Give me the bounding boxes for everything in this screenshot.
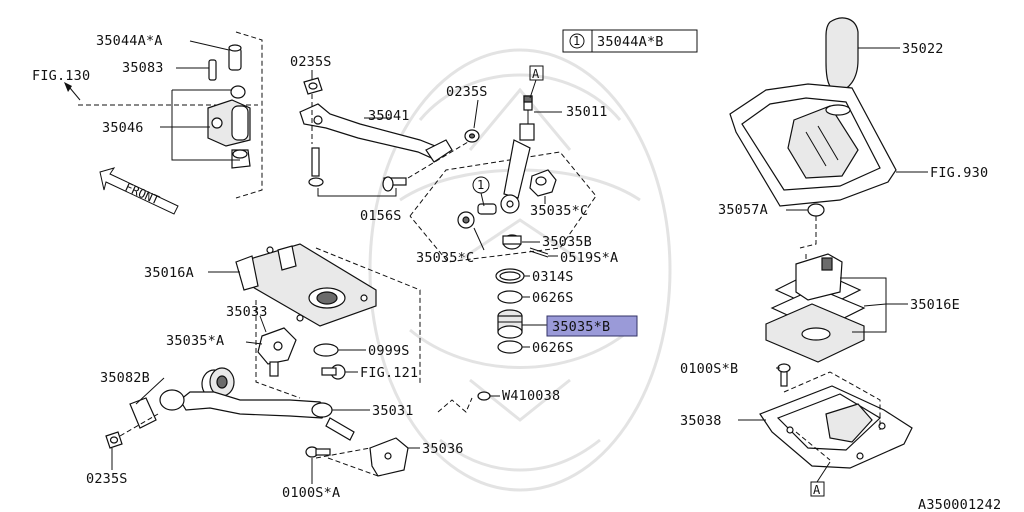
part-fig121-bolt[interactable]	[321, 364, 346, 380]
leader-dash-6	[799, 216, 817, 249]
label-35036[interactable]: 35036	[422, 441, 464, 457]
part-35035B-collar[interactable]	[502, 234, 522, 250]
label-35044A-A[interactable]: 35044A*A	[96, 33, 163, 49]
label-35082B[interactable]: 35082B	[100, 370, 150, 386]
part-0626S-washer-1[interactable]	[497, 290, 523, 304]
label-35035B[interactable]: 35035B	[542, 234, 592, 250]
bracket-outline-35046	[171, 89, 240, 161]
part-0314S-clip[interactable]	[495, 268, 525, 284]
part-35033-arm[interactable]	[257, 327, 297, 377]
label-0235S-2[interactable]: 0235S	[446, 84, 488, 100]
label-35057A[interactable]: 35057A	[718, 202, 768, 218]
ref-box-a-bottom: A	[810, 461, 831, 497]
document-id: A350001242	[918, 497, 1001, 512]
label-fig130[interactable]: FIG.130	[32, 68, 90, 84]
highlight-35035B	[546, 315, 638, 337]
label-35083[interactable]: 35083	[122, 60, 164, 76]
part-0100S-B-bolt[interactable]	[777, 363, 791, 387]
label-35035-B[interactable]: 35035*B	[552, 319, 610, 335]
dashed-box-center	[409, 151, 597, 263]
part-0999S-ring[interactable]	[313, 343, 339, 357]
part-35016E-stack[interactable]	[765, 253, 866, 363]
label-0235S-3[interactable]: 0235S	[86, 471, 128, 487]
svg-text:A: A	[813, 483, 821, 497]
label-35035C-2[interactable]: 35035*C	[416, 250, 474, 266]
svg-text:A: A	[532, 67, 540, 81]
part-35038-base-frame[interactable]	[759, 385, 913, 469]
legend-box: 1 35044A*B	[562, 29, 698, 53]
label-0626S-2[interactable]: 0626S	[532, 340, 574, 356]
part-35083-pin[interactable]	[208, 59, 217, 81]
label-35031[interactable]: 35031	[372, 403, 414, 419]
label-fig121[interactable]: FIG.121	[360, 365, 418, 381]
leader-dash-5	[327, 457, 379, 477]
label-front: FRONT	[123, 180, 162, 207]
part-fig930-console-boot[interactable]	[729, 83, 897, 207]
label-35016A[interactable]: 35016A	[144, 265, 194, 281]
svg-text:35044A*B: 35044A*B	[597, 34, 664, 50]
label-0999S[interactable]: 0999S	[368, 343, 410, 359]
label-35033[interactable]: 35033	[226, 304, 268, 320]
label-0100S-A[interactable]: 0100S*A	[282, 485, 340, 501]
leader-dash-3	[119, 413, 159, 437]
label-0235S-1[interactable]: 0235S	[290, 54, 332, 70]
label-0626S-1[interactable]: 0626S	[532, 290, 574, 306]
label-35022[interactable]: 35022	[902, 41, 944, 57]
leader-dash-4	[315, 447, 371, 459]
part-35011-shaft[interactable]	[500, 95, 535, 214]
label-0519S-A[interactable]: 0519S*A	[560, 250, 618, 266]
part-35016A-housing[interactable]	[235, 243, 377, 327]
front-arrow-icon	[99, 167, 179, 215]
part-35057A-cap[interactable]	[807, 203, 825, 217]
part-35041-rod[interactable]	[299, 103, 453, 163]
label-35035C-1[interactable]: 35035*C	[530, 203, 588, 219]
part-0519S-pin[interactable]	[529, 247, 549, 258]
part-0100S-A-bolt[interactable]	[305, 446, 331, 458]
part-35046-bracket[interactable]	[207, 85, 251, 169]
part-35036-bracket[interactable]	[369, 437, 409, 477]
part-0626S-washer-2[interactable]	[497, 340, 523, 354]
label-35016E[interactable]: 35016E	[910, 297, 960, 313]
label-0100S-B[interactable]: 0100S*B	[680, 361, 738, 377]
svg-text:1: 1	[573, 34, 580, 48]
label-35041[interactable]: 35041	[368, 108, 410, 124]
label-35038[interactable]: 35038	[680, 413, 722, 429]
label-35046[interactable]: 35046	[102, 120, 144, 136]
ref-box-a-top: A	[529, 65, 544, 99]
dashed-lines-housing	[255, 247, 421, 399]
label-w410038[interactable]: W410038	[502, 388, 560, 404]
part-35035C-bushing-left[interactable]	[457, 203, 497, 229]
part-35035A-bushing[interactable]	[201, 367, 235, 399]
part-0156S-bolts[interactable]	[308, 147, 407, 192]
leader-lines	[111, 40, 928, 484]
label-fig930[interactable]: FIG.930	[930, 165, 988, 181]
dashed-boundary-left-top	[78, 31, 263, 199]
label-0314S[interactable]: 0314S	[532, 269, 574, 285]
callout-circle-1: 1	[472, 176, 490, 207]
label-35011[interactable]: 35011	[566, 104, 608, 120]
label-35035-A[interactable]: 35035*A	[166, 333, 224, 349]
dashed-box-base	[783, 371, 881, 461]
part-0235S-nut-top[interactable]	[303, 77, 323, 95]
leader-dash-2	[407, 141, 469, 179]
fig130-arrow	[64, 82, 81, 101]
bracket-0156S	[317, 188, 397, 197]
part-0235S-nut-bottom[interactable]	[105, 431, 123, 449]
part-35082B-washer[interactable]	[129, 397, 157, 429]
part-35044A-pin[interactable]	[228, 44, 242, 71]
part-35035C-bushing-right[interactable]	[529, 169, 557, 197]
part-0235S-nut-right[interactable]	[464, 129, 480, 143]
part-35031-rod[interactable]	[159, 389, 355, 441]
label-0156S[interactable]: 0156S	[360, 208, 402, 224]
part-w410038-mark	[437, 391, 491, 413]
part-labels: 35044A*A 35083 FIG.130 35046 FRONT 0235S…	[32, 33, 1001, 512]
part-35035B-boot[interactable]	[497, 309, 523, 339]
watermark-emblem	[368, 48, 672, 492]
svg-text:1: 1	[477, 178, 484, 192]
